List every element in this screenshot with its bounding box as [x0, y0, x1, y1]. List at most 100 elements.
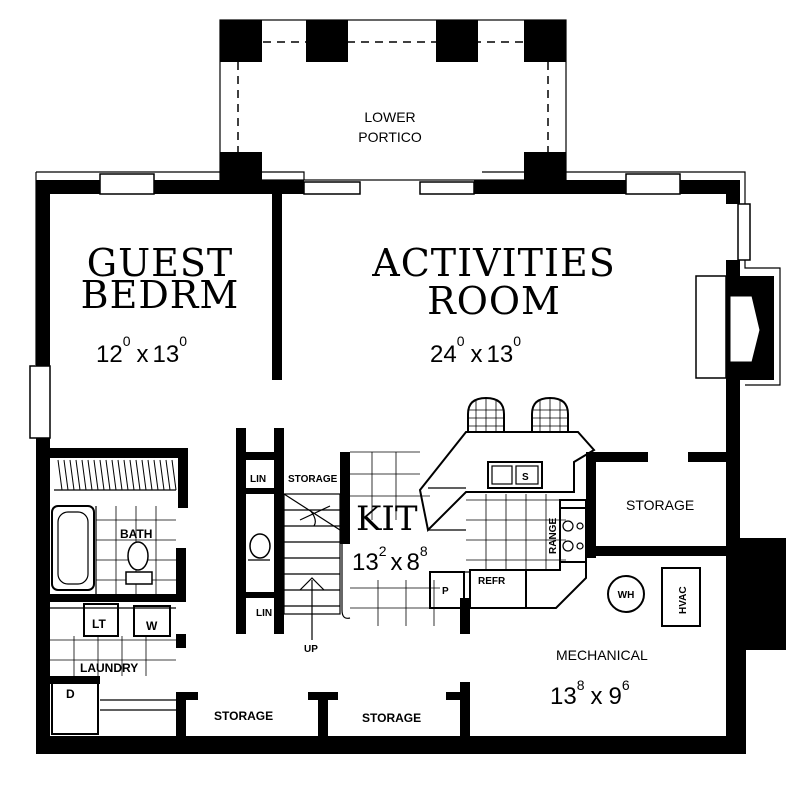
- wall: [680, 180, 740, 194]
- guest-bedroom-label: GUEST: [87, 241, 234, 285]
- wall: [596, 452, 648, 462]
- hanger-mark: [117, 459, 123, 491]
- toilet-bowl: [127, 541, 149, 571]
- storage-label-stair: STORAGE: [288, 474, 338, 485]
- wall: [460, 682, 470, 736]
- range-label: RANGE: [548, 518, 559, 554]
- hanger-mark: [129, 459, 135, 491]
- window: [99, 173, 155, 195]
- window: [737, 203, 751, 261]
- washer: [133, 605, 171, 637]
- linen-label: LIN: [250, 474, 266, 485]
- sink-label: S: [522, 472, 529, 483]
- hanger-mark: [111, 459, 117, 491]
- wall: [186, 692, 198, 700]
- laundry-tub-label: LT: [92, 617, 106, 631]
- window: [303, 181, 361, 195]
- portico-outline: [219, 19, 567, 181]
- wall: [36, 180, 50, 366]
- wall: [272, 194, 282, 380]
- hanger-mark: [63, 459, 69, 491]
- bath-fixtures: [51, 459, 177, 594]
- hanger-mark: [93, 459, 99, 491]
- wall: [176, 548, 186, 594]
- hanger-mark: [171, 459, 177, 491]
- laundry-label: LAUNDRY: [80, 661, 138, 675]
- wall: [688, 452, 726, 462]
- portico-column: [436, 20, 478, 62]
- activities-room-label: ROOM: [427, 279, 561, 323]
- laundry-fixtures: [50, 603, 176, 735]
- closet-swing: [299, 505, 331, 527]
- hanger-mark: [135, 459, 141, 491]
- hanger-mark: [105, 459, 111, 491]
- hvac-unit: [661, 567, 701, 627]
- window: [29, 365, 51, 439]
- wall: [474, 180, 626, 194]
- wall: [178, 448, 188, 508]
- wall: [154, 180, 304, 194]
- portico-column: [524, 152, 566, 180]
- portico-label: LOWER: [364, 109, 415, 125]
- portico-column: [220, 20, 262, 62]
- guest-bedroom-label: BEDRM: [81, 273, 240, 317]
- pantry: [429, 571, 465, 609]
- bathtub: [51, 505, 95, 591]
- wall: [50, 448, 188, 458]
- stair-up-label: UP: [304, 644, 318, 655]
- washer-label: W: [146, 619, 158, 633]
- wall: [726, 180, 740, 204]
- window: [625, 173, 681, 195]
- wall: [176, 634, 186, 648]
- wall: [246, 592, 274, 598]
- bathtub-basin: [57, 511, 89, 585]
- wall: [50, 676, 100, 684]
- water-heater: [607, 575, 645, 613]
- wall: [586, 452, 596, 558]
- fireplace: [726, 276, 774, 740]
- kitchen-floor-tile: [350, 451, 566, 626]
- wall: [36, 180, 100, 194]
- wall: [318, 692, 328, 736]
- hanger-mark: [57, 459, 63, 491]
- hanger-mark: [99, 459, 105, 491]
- storage-label-right: STORAGE: [626, 497, 694, 513]
- bar-stool: [467, 396, 505, 432]
- dryer-label: D: [66, 687, 75, 701]
- hanger-mark: [123, 459, 129, 491]
- wall: [50, 594, 186, 602]
- bar-stool: [531, 396, 569, 432]
- stair: [283, 493, 351, 640]
- laundry-tub: [83, 603, 119, 637]
- bath-label: BATH: [120, 527, 152, 541]
- portico-column: [524, 20, 566, 62]
- linen-closets: [248, 505, 331, 561]
- hvac-label: HVAC: [678, 586, 689, 614]
- kitchen-label: KIT: [356, 499, 418, 539]
- hanger-mark: [81, 459, 87, 491]
- window: [419, 181, 475, 195]
- fireplace-hearth: [695, 275, 727, 379]
- range: [559, 507, 587, 563]
- activities-room-label: ACTIVITIES: [371, 241, 615, 285]
- refrigerator: [469, 569, 527, 609]
- water-heater-label: WH: [618, 590, 635, 601]
- pantry-label: P: [442, 586, 449, 597]
- kitchen: [350, 396, 596, 626]
- exterior-outline-thin: [36, 171, 305, 180]
- stair-rail: [341, 544, 351, 619]
- dryer: [51, 681, 99, 735]
- wall: [340, 452, 350, 544]
- wall: [274, 428, 284, 634]
- hanger-mark: [75, 459, 81, 491]
- linen-label: LIN: [256, 608, 272, 619]
- exterior-walls: [29, 171, 786, 754]
- kitchen-sink: [487, 461, 543, 489]
- kitchen-counter: [469, 499, 587, 609]
